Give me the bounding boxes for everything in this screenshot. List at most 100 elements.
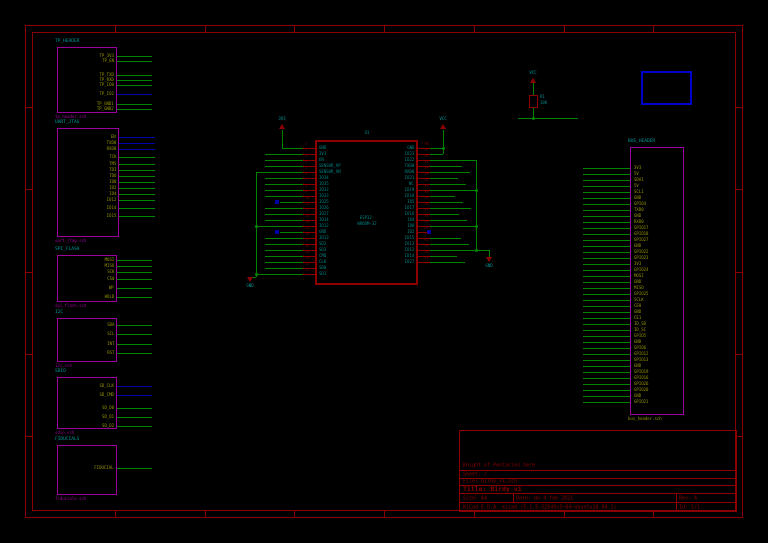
sheet-pin-label: GPIO5 [634,333,647,338]
vcc-net-label: VCC [529,70,537,75]
ic-pin-number: 11 [305,201,310,206]
sheet-pin-wire [583,306,630,307]
ic-pin-name: EN [319,157,324,162]
wire-horizontal [430,220,467,221]
sheet-pin-wire [119,208,155,209]
sheet-pin-wire [583,204,630,205]
wire-horizontal [265,256,303,257]
power-rail-wire [518,118,578,119]
no-connect-marker [275,230,279,234]
sheet-pin-wire [117,288,152,289]
wire-horizontal [265,268,303,269]
sheet-pin-wire [119,176,155,177]
sheet-pin-wire [119,149,155,150]
ic-pin-stub [418,166,430,167]
ic-pin-stub [418,238,430,239]
sheet-pin-wire [583,168,630,169]
sheet-pin-label: TXD0 [106,140,116,145]
wire-horizontal [265,160,303,161]
sheet-pin-label: GPIO21 [634,399,649,404]
ic-pin-name: IO12 [319,223,329,228]
sheet-file-label: uart_jtag.sch [55,238,87,243]
ic-pin-stub [303,268,315,269]
ic-pin-number: 19 [305,249,310,254]
ic-pin-stub [303,160,315,161]
sheet-pin-wire [583,222,630,223]
sheet-pin-label: TP_RXD [99,77,114,82]
ic-pin-stub [418,160,430,161]
title-block-tool: KiCad E.D.A. kicad (5.1.5-52549c5~84~ubu… [463,504,617,510]
sheet-pin-label: IO12 [106,197,116,202]
wire-horizontal [265,238,303,239]
sheet-pin-label: GND [634,363,642,368]
sheet-pin-label: SD_D1 [101,414,114,419]
wire-horizontal [430,196,455,197]
title-block-divider [460,493,736,494]
sheet-pin-wire [117,417,152,418]
title-block-comment: Knight of Pentacles here [463,462,536,468]
frame-tick [384,511,385,518]
ic-pin-name: SD2 [319,241,327,246]
ground-bus-wire [250,277,256,278]
ic-pin-stub [418,178,430,179]
ic-pin-number: 18 [305,243,310,248]
ic-pin-name: IO15 [404,235,414,240]
ic-pin-name: IO22 [404,157,414,162]
sheet-pin-wire [117,325,152,326]
sheet-pin-label: TP_EN [101,58,114,63]
sheet-pin-label: GPIO26 [634,381,649,386]
sheet-pin-label: TP_TXD [99,72,114,77]
hierarchical-sheet-box [57,377,117,429]
sheet-name-label: SPI_FLASH [55,246,80,252]
sheet-pin-label: GPIO25 [634,291,649,296]
ic-pin-stub [303,172,315,173]
frame-tick [736,354,743,355]
ic-pin-stub [303,184,315,185]
sheet-pin-wire [583,342,630,343]
power-net-label: 3V3 [278,116,286,121]
junction-dot [531,116,535,120]
sheet-pin-wire [583,372,630,373]
title-block-file: File: birdy_v1.sch [463,478,518,484]
wire-horizontal [430,244,469,245]
ic-pin-number: 2 [305,147,308,152]
sheet-pin-wire [583,198,630,199]
frame-tick [474,25,475,32]
sheet-name-label: I2C [55,309,64,315]
sheet-pin-wire [583,354,630,355]
sheet-pin-label: FIDUCIAL [94,465,114,470]
sheet-pin-label: 3V3 [634,261,642,266]
sheet-pin-label: TXD0 [634,207,644,212]
ic-pin-name: IO4 [406,217,414,222]
sheet-pin-label: GND [634,195,642,200]
ic-pin-name: NC [409,181,414,186]
ic-value: WROOM-32 [356,221,377,226]
ground-bus-wire [489,250,490,257]
sheet-pin-wire [583,300,630,301]
sheet-pin-label: GND [634,393,642,398]
frame-tick [25,354,32,355]
wire-horizontal [280,232,303,233]
power-drop-wire [282,130,283,148]
sheet-pin-wire [583,318,630,319]
sheet-pin-label: MISO [634,285,644,290]
ic-pin-stub [418,208,430,209]
sheet-pin-label: ID_SC [634,327,647,332]
ic-pin-stub [418,148,430,149]
wire-horizontal [265,208,303,209]
wire-horizontal [265,220,303,221]
sheet-pin-wire [583,270,630,271]
title-block-divider [460,470,736,471]
ic-pin-number: 9 [305,189,308,194]
sheet-file-label: spi_flash.sch [55,303,87,308]
sheet-pin-label: EN [111,134,116,139]
ic-body [315,140,418,285]
sheet-pin-label: CE1 [634,315,642,320]
ic-pin-number: 8 [305,183,308,188]
ic-pin-stub [418,226,430,227]
ic-pin-name: IO25 [319,199,329,204]
ic-pin-stub [303,202,315,203]
sheet-pin-wire [583,324,630,325]
sheet-pin-wire [583,234,630,235]
ic-pin-name: IO27 [404,259,414,264]
